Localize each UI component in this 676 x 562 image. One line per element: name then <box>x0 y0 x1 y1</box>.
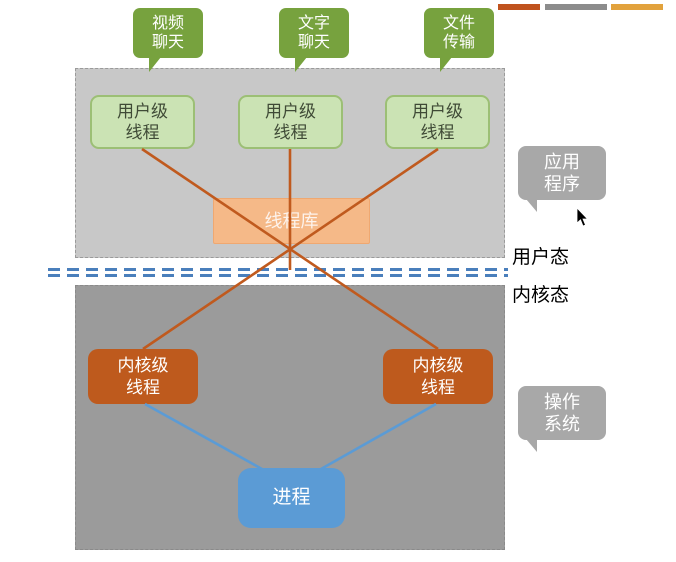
process-node: 进程 <box>238 468 345 528</box>
slide-accent-bar-orange <box>498 4 540 10</box>
kernel-level-thread-node-2: 内核级 线程 <box>383 349 493 404</box>
node-label: 线程库 <box>264 210 319 231</box>
thread-library-node: 线程库 <box>213 198 370 244</box>
kernel-mode-label: 内核态 <box>512 285 570 306</box>
callout-label-line1: 文件 <box>442 14 475 32</box>
user-kernel-boundary-dashes <box>48 268 508 277</box>
node-label-line1: 用户级 <box>265 101 316 121</box>
node-label-line2: 线程 <box>420 123 455 142</box>
callout-tail-icon <box>440 57 452 72</box>
callout-tail-icon <box>295 57 307 72</box>
user-level-thread-node-2: 用户级 线程 <box>238 95 343 149</box>
app-callout-text-chat: 文字 聊天 <box>279 8 349 72</box>
app-callout-file-transfer: 文件 传输 <box>424 8 494 72</box>
node-label-line2: 线程 <box>273 123 308 142</box>
node-label-line2: 线程 <box>126 377 160 397</box>
operating-system-callout: 操作 系统 <box>518 386 606 452</box>
callout-label-line2: 程序 <box>544 174 580 194</box>
node-label: 进程 <box>272 487 311 509</box>
app-callout-video-chat: 视频 聊天 <box>133 8 203 72</box>
node-label-line1: 用户级 <box>117 101 168 121</box>
callout-label-line1: 视频 <box>151 14 184 32</box>
callout-label-line2: 聊天 <box>297 34 330 51</box>
callout-tail-icon <box>526 199 537 212</box>
node-label-line2: 线程 <box>421 377 455 397</box>
user-level-thread-node-1: 用户级 线程 <box>90 95 195 149</box>
node-label-line2: 线程 <box>125 123 160 142</box>
dash-row-top <box>48 268 508 271</box>
callout-tail-icon <box>526 439 537 452</box>
application-callout: 应用 程序 <box>518 146 606 212</box>
mouse-cursor-icon <box>576 208 589 227</box>
callout-label-line1: 应用 <box>544 151 580 172</box>
callout-label-line1: 文字 <box>297 14 330 32</box>
callout-label-line2: 系统 <box>544 414 580 434</box>
kernel-level-thread-node-1: 内核级 线程 <box>88 349 198 404</box>
slide-accent-bar-gray <box>545 4 607 10</box>
callout-label-line2: 聊天 <box>151 34 184 51</box>
dash-row-bottom <box>48 274 508 277</box>
slide-accent-bar-yellow <box>611 4 663 10</box>
callout-label-line2: 传输 <box>442 34 475 51</box>
node-label-line1: 内核级 <box>412 356 464 376</box>
callout-label-line1: 操作 <box>544 391 580 412</box>
callout-tail-icon <box>149 57 161 72</box>
node-label-line1: 内核级 <box>117 356 169 376</box>
user-mode-label: 用户态 <box>512 247 570 268</box>
node-label-line1: 用户级 <box>412 101 463 121</box>
user-level-thread-node-3: 用户级 线程 <box>385 95 490 149</box>
